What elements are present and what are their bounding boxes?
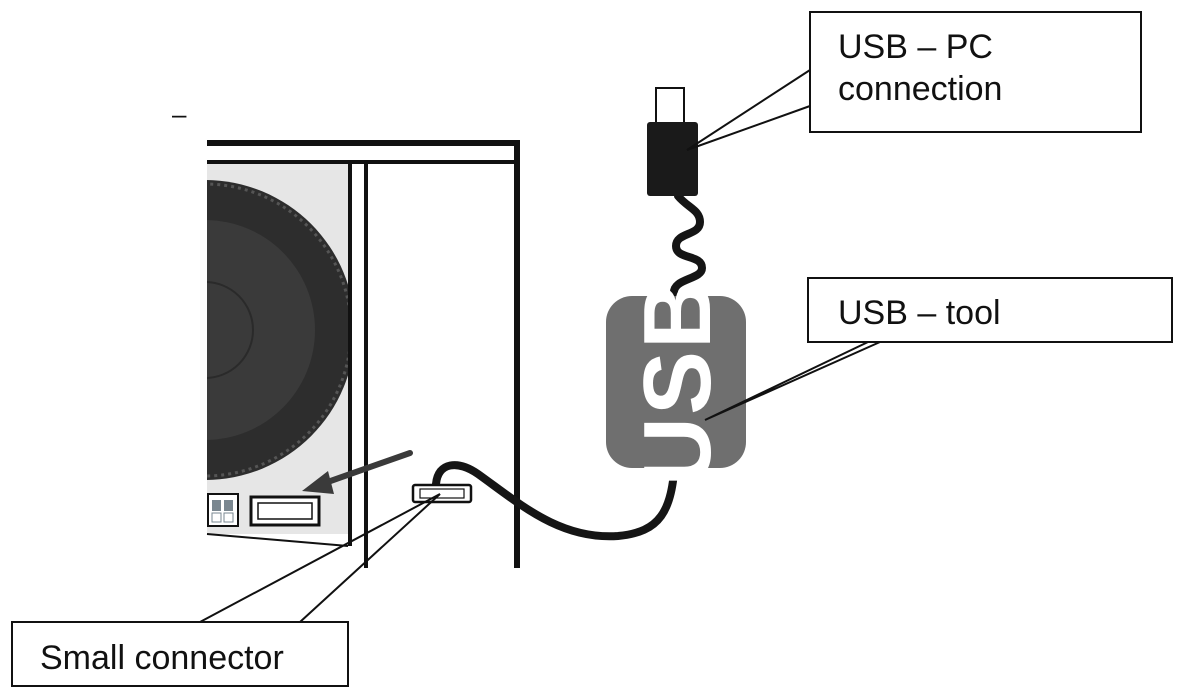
callout-usb-tool: USB – tool — [807, 277, 1173, 343]
compartment-wall-left — [348, 164, 352, 546]
callout-pc-connection-line1: USB – PC — [838, 28, 993, 66]
housing-top-rail — [207, 140, 519, 146]
callout-leaders — [199, 69, 881, 623]
callout-small-connector: Small connector — [11, 621, 349, 687]
callout-pc-connection: USB – PC connection — [809, 11, 1142, 133]
dash-mark: – — [172, 99, 187, 129]
dip-switch — [207, 493, 239, 527]
leader-small-connector — [199, 493, 441, 623]
device-socket — [249, 495, 321, 527]
compartment-wall-right — [364, 164, 368, 568]
rotary-knob — [207, 180, 348, 480]
housing-right-wall — [514, 140, 520, 568]
leader-pc-connection — [686, 69, 811, 151]
knob-center-ring — [207, 281, 254, 379]
callout-pc-connection-line2: connection — [838, 70, 1002, 108]
panel-bottom-edge — [206, 533, 349, 547]
housing-inner-rail — [207, 160, 519, 164]
callout-usb-tool-label: USB – tool — [838, 294, 1001, 332]
knob-face — [207, 220, 315, 440]
cable-lower — [432, 456, 679, 541]
usb-tool: USB — [606, 278, 746, 487]
cable-upper — [670, 192, 707, 298]
usb-tool-label: USB — [624, 278, 731, 487]
insert-arrow — [302, 450, 413, 494]
usb-pc-plug — [647, 87, 698, 196]
small-connector-plug — [411, 483, 473, 504]
callout-small-connector-label: Small connector — [40, 639, 284, 677]
leader-usb-tool — [704, 341, 881, 421]
